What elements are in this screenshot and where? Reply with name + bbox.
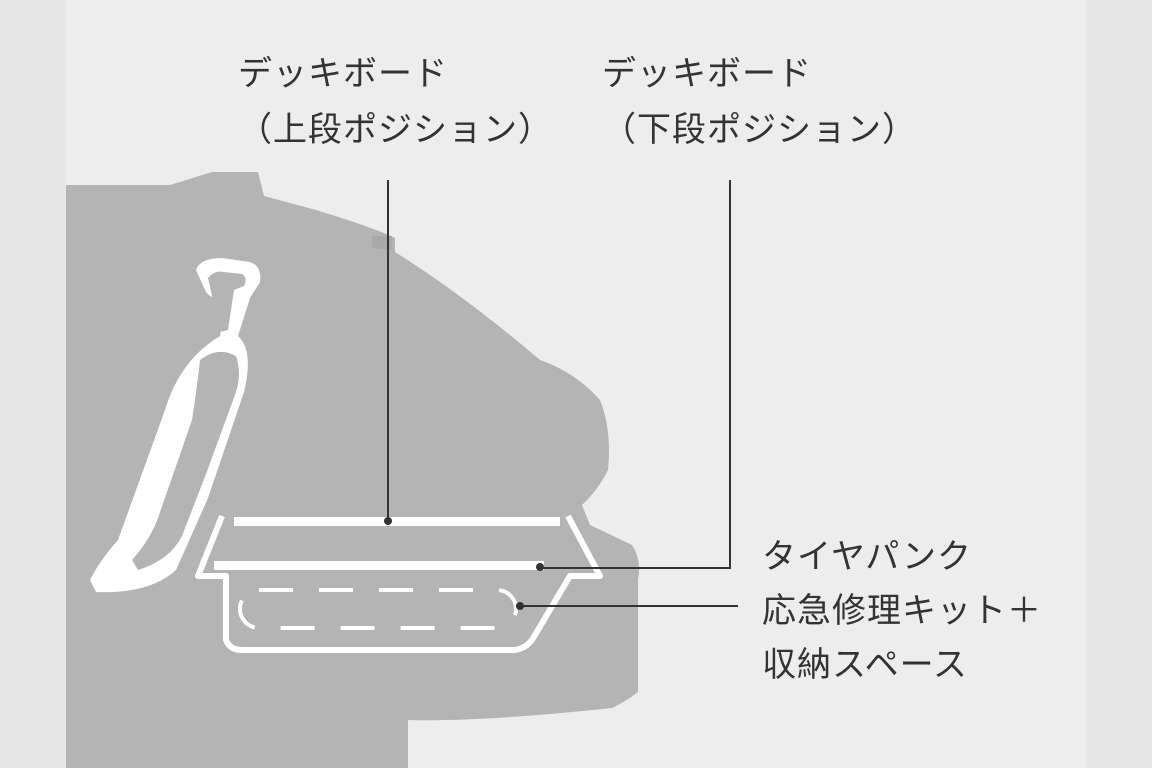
luggage-bay-outline [195, 514, 603, 653]
label-upper-deck-line2: （上段ポジション） [238, 110, 553, 150]
lower-deck-board [214, 561, 544, 570]
rear-seat [90, 258, 261, 593]
label-upper-deck: デッキボード （上段ポジション） [238, 46, 553, 158]
leader-storage-dot [516, 602, 524, 610]
right-margin [1086, 0, 1152, 768]
label-storage-line2: 応急修理キット＋ [762, 591, 1042, 631]
label-lower-deck-line2: （下段ポジション） [602, 110, 917, 150]
upper-deck-board [234, 517, 560, 526]
seat-gap-lower [132, 351, 239, 570]
leader-lower-deck [540, 180, 731, 569]
leader-upper-dot [384, 517, 392, 525]
left-margin [0, 0, 66, 768]
label-upper-deck-line1: デッキボード [238, 54, 448, 94]
label-storage: タイヤパンク 応急修理キット＋ 収納スペース [762, 530, 1042, 692]
repair-kit-storage [238, 588, 518, 630]
car-silhouette [66, 172, 640, 768]
label-lower-deck: デッキボード （下段ポジション） [602, 46, 917, 158]
label-storage-line3: 収納スペース [762, 645, 968, 685]
label-storage-line1: タイヤパンク [762, 537, 972, 577]
label-lower-deck-line1: デッキボード [602, 54, 812, 94]
leader-lower-dot [536, 563, 544, 571]
seat-gap [208, 271, 246, 332]
